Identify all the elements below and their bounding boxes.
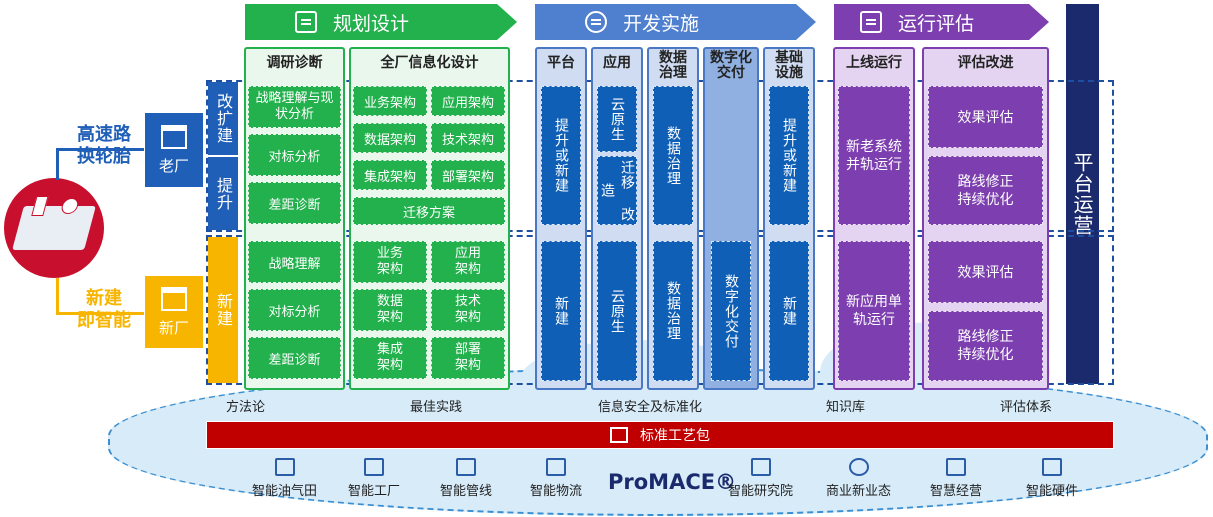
dev-col-platform-new: 新建 <box>541 241 581 381</box>
presentation-icon <box>946 458 966 476</box>
dev-col-data-old: 数据治理 <box>653 86 693 225</box>
factory-illustration-icon <box>12 196 96 250</box>
label-methodology: 方法论 <box>226 400 266 415</box>
design-header: 全厂信息化设计 <box>380 54 479 71</box>
design-migration: 迁移方案 <box>353 197 505 225</box>
dev-col-app-old-bottom: 迁移 改造 <box>597 156 637 225</box>
eval-header: 评估改进 <box>957 54 1014 71</box>
phase-plan-label: 规划设计 <box>333 12 410 35</box>
dev-col-app-header: 应用 <box>603 54 631 71</box>
phase-plan-banner: 规划设计 <box>245 4 517 40</box>
expand-label: 改扩建 <box>208 82 238 155</box>
research-old-item-2: 对标分析 <box>248 134 341 176</box>
run-old: 新老系统并轨运行 <box>838 86 910 225</box>
design-old-item-6: 部署架构 <box>431 160 505 190</box>
dev-col-app-new: 云原生 <box>597 241 637 381</box>
design-old-item-2: 应用架构 <box>431 86 505 116</box>
dev-col-platform-header: 平台 <box>547 54 575 71</box>
phase-dev-label: 开发实施 <box>623 12 700 35</box>
label-eval-system: 评估体系 <box>1000 400 1053 415</box>
run-new: 新应用单轨运行 <box>838 241 910 381</box>
dev-col-delivery-new: 数字化交付 <box>711 241 751 381</box>
research-new-item-2: 对标分析 <box>248 289 341 331</box>
old-connector <box>56 148 59 180</box>
eval-new-item-2: 路线修正持续优化 <box>928 311 1043 381</box>
industry-pipeline: 智能管线 <box>440 458 492 499</box>
design-old-item-1: 业务架构 <box>353 86 427 116</box>
calendar-icon <box>860 11 882 33</box>
label-best-practice: 最佳实践 <box>410 400 463 415</box>
new-connector-h <box>56 312 144 315</box>
eval-old-item-2: 路线修正持续优化 <box>928 156 1043 225</box>
industry-commerce: 商业新业态 <box>826 458 891 499</box>
dev-col-app-old-top: 云原生 <box>597 86 637 152</box>
lab-icon <box>750 458 771 476</box>
design-old-item-3: 数据架构 <box>353 123 427 153</box>
chip-icon <box>1042 458 1062 476</box>
industry-oilfield: 智能油气田 <box>252 458 317 499</box>
oil-derrick-icon <box>274 458 295 476</box>
design-new-item-1: 业务架构 <box>353 241 427 283</box>
old-connector-h <box>56 148 144 151</box>
design-new-item-3: 数据架构 <box>353 289 427 331</box>
research-old-item-1: 战略理解与现状分析 <box>248 86 341 128</box>
design-old-item-4: 技术架构 <box>431 123 505 153</box>
platform-ops-bar: 平台运营 <box>1066 4 1099 384</box>
gear-icon <box>585 11 607 33</box>
factory-icon <box>161 286 187 311</box>
dev-col-delivery-header: 数字化交付 <box>710 50 752 81</box>
phase-run-label: 运行评估 <box>898 12 975 35</box>
old-strategy-title: 高速路 换轮胎 <box>77 124 131 167</box>
design-old-item-5: 集成架构 <box>353 160 427 190</box>
research-header: 调研诊断 <box>266 54 323 71</box>
dev-col-infra-header: 基础设施 <box>775 50 803 81</box>
industry-management: 智慧经营 <box>930 458 982 499</box>
upgrade-label: 提升 <box>208 157 238 230</box>
new-strategy-title: 新建 即智能 <box>77 288 131 331</box>
dev-col-data-header: 数据治理 <box>659 50 687 81</box>
design-new-item-5: 集成架构 <box>353 337 427 379</box>
factory-icon <box>161 124 187 149</box>
book-icon <box>610 427 628 443</box>
research-new-item-3: 差距诊断 <box>248 337 341 379</box>
label-knowledge-base: 知识库 <box>826 400 866 415</box>
dev-col-infra-old: 提升或新建 <box>769 86 809 225</box>
phase-run-banner: 运行评估 <box>834 4 1049 40</box>
brand-logo: ProMACE® <box>608 470 737 494</box>
industry-research: 智能研究院 <box>728 458 793 499</box>
pipeline-icon <box>456 458 476 476</box>
new-plant-box: 新厂 <box>145 276 203 348</box>
industry-hardware: 智能硬件 <box>1026 458 1078 499</box>
research-new-item-1: 战略理解 <box>248 241 341 283</box>
truck-icon <box>546 458 566 476</box>
service-person-icon <box>848 458 869 476</box>
old-plant-box: 老厂 <box>145 113 203 187</box>
eval-new-item-1: 效果评估 <box>928 241 1043 303</box>
build-label: 新建 <box>208 237 238 383</box>
research-old-item-3: 差距诊断 <box>248 182 341 224</box>
factory-icon <box>364 458 384 476</box>
industry-factory: 智能工厂 <box>348 458 400 499</box>
design-new-item-2: 应用架构 <box>431 241 505 283</box>
phase-dev-banner: 开发实施 <box>535 4 816 40</box>
design-new-item-4: 技术架构 <box>431 289 505 331</box>
dev-col-platform-old: 提升或新建 <box>541 86 581 225</box>
dev-col-infra-new: 新建 <box>769 241 809 381</box>
new-connector <box>56 278 59 314</box>
factory-circle <box>4 178 104 278</box>
dev-col-data-new: 数据治理 <box>653 241 693 381</box>
document-icon <box>295 11 317 33</box>
industry-logistics: 智能物流 <box>530 458 582 499</box>
run-header: 上线运行 <box>846 54 902 71</box>
standard-pack-bar: 标准工艺包 <box>206 421 1114 449</box>
eval-old-item-1: 效果评估 <box>928 86 1043 148</box>
label-security: 信息安全及标准化 <box>598 400 703 415</box>
design-new-item-6: 部署架构 <box>431 337 505 379</box>
